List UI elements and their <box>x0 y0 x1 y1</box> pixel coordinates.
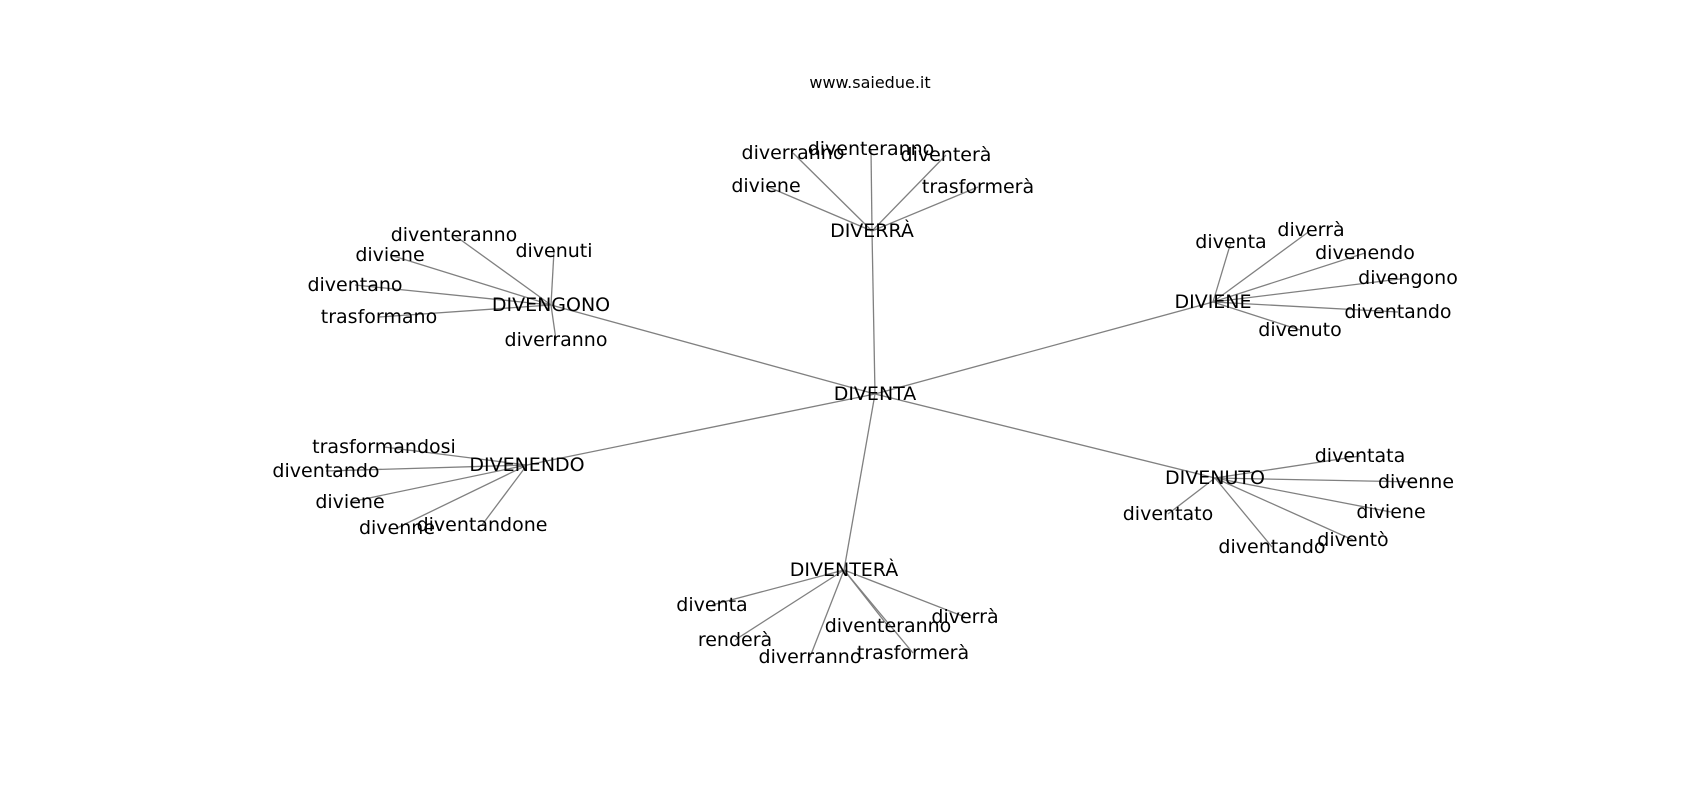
leaf-edge <box>550 250 555 306</box>
leaf-node: diverranno <box>505 329 608 351</box>
hub-node: DIVIENE <box>1174 291 1251 313</box>
leaf-node: trasformano <box>321 306 437 328</box>
leaf-node: trasformandosi <box>312 436 456 458</box>
leaf-node: diventeranno <box>808 138 935 160</box>
leaf-edge <box>1212 229 1312 303</box>
leaf-edge <box>843 569 966 618</box>
hub-node: DIVENENDO <box>469 454 584 476</box>
leaf-node: trasformerà <box>857 642 969 664</box>
site-url-label: www.saiedue.it <box>809 73 930 92</box>
leaf-node: divenne <box>1378 471 1454 493</box>
leaf-edge <box>1212 277 1409 303</box>
leaf-edge <box>1214 477 1354 541</box>
leaf-edge <box>349 464 528 503</box>
root-edge <box>550 304 876 395</box>
leaf-node: diverranno <box>759 646 862 668</box>
leaf-node: diviene <box>355 244 424 266</box>
leaf-node: diviene <box>1356 501 1425 523</box>
leaf-node: divengono <box>1358 267 1458 289</box>
leaf-node: diventa <box>676 594 747 616</box>
leaf-edge <box>396 464 528 529</box>
leaf-edge <box>734 569 845 641</box>
leaf-edge <box>871 186 979 232</box>
leaf-edge <box>1212 241 1232 303</box>
leaf-edge <box>481 464 528 526</box>
leaf-node: diviene <box>315 491 384 513</box>
leaf-node: diventando <box>1344 301 1451 323</box>
leaf-node: diverrà <box>1277 219 1344 241</box>
graph-labels: DIVENTADIVERRÀdivienediverrannodiventera… <box>272 138 1457 668</box>
hub-node: DIVENUTO <box>1165 467 1265 489</box>
hub-node: DIVERRÀ <box>830 219 914 242</box>
root-edge <box>874 301 1214 395</box>
leaf-edge <box>354 284 552 306</box>
leaf-node: diventata <box>1315 445 1406 467</box>
leaf-node: diventandone <box>417 514 548 536</box>
root-edge <box>874 393 1216 479</box>
hub-node: DIVENTERÀ <box>790 558 899 581</box>
leaf-node: diventato <box>1123 503 1213 525</box>
leaf-edge <box>843 569 914 654</box>
leaf-node: diviene <box>731 175 800 197</box>
leaf-edge <box>1214 477 1392 513</box>
leaf-node: divenne <box>359 517 435 539</box>
leaf-edge <box>1212 252 1366 303</box>
leaf-node: diventeranno <box>391 224 518 246</box>
leaf-edge <box>792 152 873 232</box>
leaf-node: diventerà <box>901 144 992 166</box>
leaf-edge <box>1214 455 1361 479</box>
leaf-edge <box>383 446 528 466</box>
leaf-node: trasformerà <box>922 176 1034 198</box>
hub-node: DIVENGONO <box>492 294 610 316</box>
leaf-edge <box>325 464 528 472</box>
leaf-edge <box>711 569 845 606</box>
leaf-node: diventando <box>1218 536 1325 558</box>
leaf-node: diverranno <box>742 142 845 164</box>
leaf-edge <box>871 154 947 232</box>
leaf-edge <box>453 234 552 306</box>
leaf-edge <box>870 148 873 232</box>
root-edge <box>843 393 876 571</box>
leaf-edge <box>765 185 873 232</box>
root-node: DIVENTA <box>834 383 917 405</box>
leaf-node: renderà <box>698 629 772 651</box>
leaf-edge <box>1214 477 1273 548</box>
leaf-node: divenendo <box>1315 242 1415 264</box>
root-edge <box>526 393 876 466</box>
leaf-node: divenuto <box>1258 319 1341 341</box>
leaf-node: diventando <box>272 460 379 482</box>
leaf-edge <box>550 304 557 341</box>
leaf-edge <box>1212 301 1301 331</box>
graph-edges <box>325 148 1417 658</box>
leaf-edge <box>1167 477 1216 515</box>
leaf-node: diventò <box>1317 529 1388 551</box>
leaf-node: diventano <box>307 274 402 296</box>
leaf-edge <box>378 304 552 318</box>
leaf-edge <box>1212 301 1399 313</box>
leaf-edge <box>1214 477 1417 483</box>
root-edge <box>871 230 876 395</box>
leaf-node: divenuti <box>515 240 592 262</box>
leaf-node: diventeranno <box>825 615 952 637</box>
leaf-edge <box>809 569 845 658</box>
leaf-node: diverrà <box>931 606 998 628</box>
leaf-node: diventa <box>1195 231 1266 253</box>
leaf-edge <box>389 254 552 306</box>
